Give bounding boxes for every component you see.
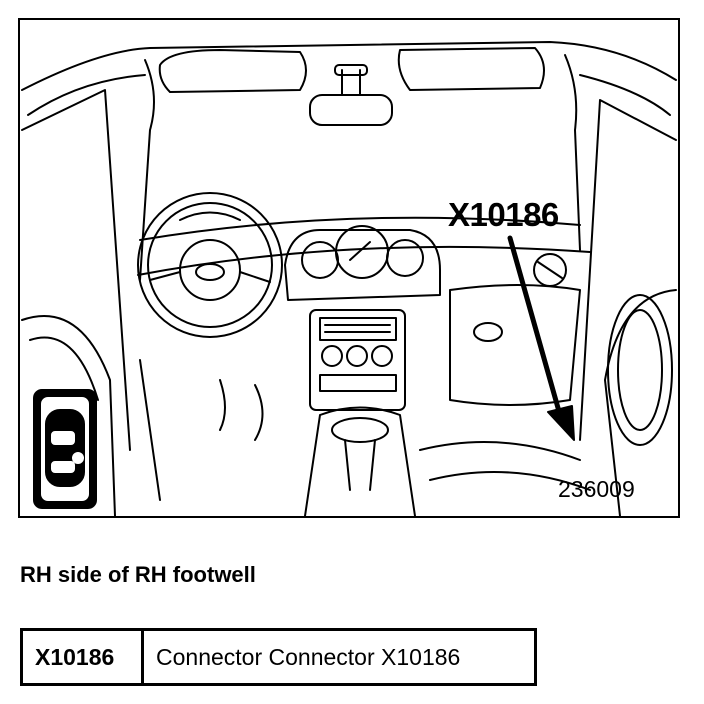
connector-description-cell: Connector Connector X10186 <box>141 628 537 686</box>
location-diagram: X10186 236009 <box>18 18 680 518</box>
figure-number: 236009 <box>558 476 635 502</box>
location-caption: RH side of RH footwell <box>20 562 256 587</box>
car-interior-drawing <box>21 41 677 516</box>
connector-callout-label: X10186 <box>448 196 559 233</box>
connector-legend-table: X10186 Connector Connector X10186 <box>20 628 537 686</box>
table-row: X10186 Connector Connector X10186 <box>20 628 537 686</box>
connector-code-cell: X10186 <box>20 628 144 686</box>
